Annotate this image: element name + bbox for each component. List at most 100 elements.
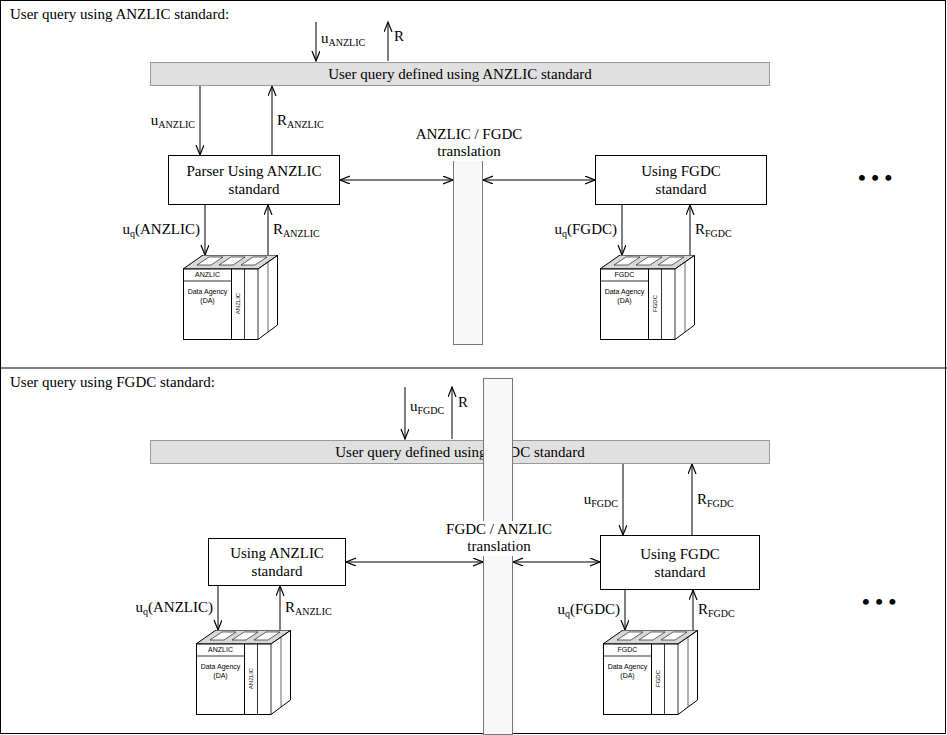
translation-label: ANZLIC / FGDC translation	[409, 126, 529, 161]
database-part	[636, 257, 662, 265]
database-part	[197, 257, 223, 265]
flow-arrow	[272, 86, 273, 155]
standard-tag: ANZLIC	[248, 659, 255, 699]
database-part	[281, 637, 282, 707]
query-band: User query defined using FGDC standard	[150, 440, 770, 464]
database-part	[197, 656, 245, 657]
database-part	[685, 262, 686, 332]
database-part	[661, 269, 662, 340]
database-part	[268, 262, 269, 332]
agency-label: Data Agency (DA)	[602, 287, 647, 305]
standard-tag: ANZLIC	[196, 646, 245, 654]
database-part	[652, 631, 698, 715]
database-store: ANZLICData Agency (DA)ANZLIC	[196, 630, 291, 715]
database-part	[219, 257, 245, 265]
database-part	[241, 257, 267, 265]
translation-column: FGDC / ANZLIC translation	[483, 378, 513, 735]
band-label: User query defined using ANZLIC standard	[328, 65, 592, 83]
database-store: ANZLIC Data Agency (DA) ANZLIC	[183, 255, 278, 340]
flow-arrow	[205, 205, 206, 255]
box-label: Parser Using ANZLIC standard	[177, 162, 331, 198]
database-part	[197, 644, 245, 715]
ellipsis-mark: • • •	[858, 166, 892, 190]
ellipsis-mark: • • •	[862, 590, 896, 614]
database-part	[245, 631, 291, 715]
query-in-arrow	[405, 387, 406, 439]
panel-heading: User query using FGDC standard:	[10, 374, 215, 391]
box-label: Using FGDC standard	[626, 545, 734, 581]
flow-arrow	[693, 590, 694, 630]
process-box: Using FGDC standard	[600, 535, 760, 590]
process-box: Using FGDC standard	[595, 155, 767, 205]
database-part	[184, 269, 232, 340]
flow-arrow	[625, 590, 626, 630]
flow-arrow	[200, 86, 201, 155]
flow-symbol: RFGDC	[698, 601, 735, 619]
standard-tag: ANZLIC	[183, 271, 232, 279]
database-part	[649, 256, 695, 340]
database-icon	[196, 630, 291, 715]
database-part	[258, 269, 259, 340]
flow-symbol: uq(FGDC)	[557, 601, 620, 619]
panel-heading: User query using ANZLIC standard:	[10, 6, 229, 23]
database-part	[232, 632, 258, 640]
database-part	[271, 644, 272, 715]
standard-tag: FGDC	[652, 284, 659, 324]
translation-link	[340, 180, 453, 181]
database-part	[678, 644, 679, 715]
translation-link	[483, 180, 595, 181]
flow-arrow	[280, 586, 281, 630]
database-part	[257, 644, 258, 715]
flow-symbol: uq(ANZLIC)	[123, 221, 200, 239]
query-band: User query defined using ANZLIC standard	[150, 62, 770, 86]
flow-symbol: uANZLIC	[151, 112, 195, 130]
result-symbol: R	[394, 28, 404, 45]
flow-arrow	[690, 205, 691, 255]
flow-symbol: RANZLIC	[285, 599, 332, 617]
box-label: Using ANZLIC standard	[217, 544, 337, 580]
result-out-arrow	[452, 387, 453, 439]
database-part	[658, 257, 684, 265]
flow-symbol: RANZLIC	[277, 112, 324, 130]
database-icon	[183, 255, 278, 340]
database-part	[664, 644, 665, 715]
agency-label: Data Agency (DA)	[605, 662, 650, 680]
database-part	[184, 281, 232, 282]
flow-symbol: uFGDC	[584, 491, 618, 509]
flow-symbol: RFGDC	[697, 491, 734, 509]
flow-symbol: RFGDC	[695, 221, 732, 239]
query-symbol: uFGDC	[410, 398, 444, 416]
agency-label: Data Agency (DA)	[185, 287, 230, 305]
flow-arrow	[218, 586, 219, 630]
database-part	[604, 656, 652, 657]
flow-arrow	[268, 205, 269, 255]
flow-symbol: RANZLIC	[273, 221, 320, 239]
database-part	[254, 632, 280, 640]
process-box: Using ANZLIC standard	[208, 538, 346, 586]
query-symbol: uANZLIC	[321, 30, 365, 48]
standard-tag: FGDC	[655, 659, 662, 699]
database-store: FGDCData Agency (DA)FGDC	[603, 630, 698, 715]
database-part	[244, 269, 245, 340]
translation-column: ANZLIC / FGDC translation	[453, 147, 483, 345]
standard-tag: FGDC	[600, 271, 649, 279]
standard-tag: ANZLIC	[235, 284, 242, 324]
panel-divider	[0, 368, 947, 369]
translation-link	[346, 562, 483, 563]
database-part	[601, 269, 649, 340]
flow-symbol: uq(ANZLIC)	[136, 599, 213, 617]
translation-label: FGDC / ANZLIC translation	[439, 521, 559, 556]
band-label: User query defined using FGDC standard	[335, 443, 585, 461]
flow-symbol: uq(FGDC)	[554, 221, 617, 239]
translation-link	[513, 562, 600, 563]
database-icon	[600, 255, 695, 340]
database-part	[232, 256, 278, 340]
database-icon	[603, 630, 698, 715]
flow-arrow	[692, 464, 693, 535]
query-in-arrow	[316, 22, 317, 61]
